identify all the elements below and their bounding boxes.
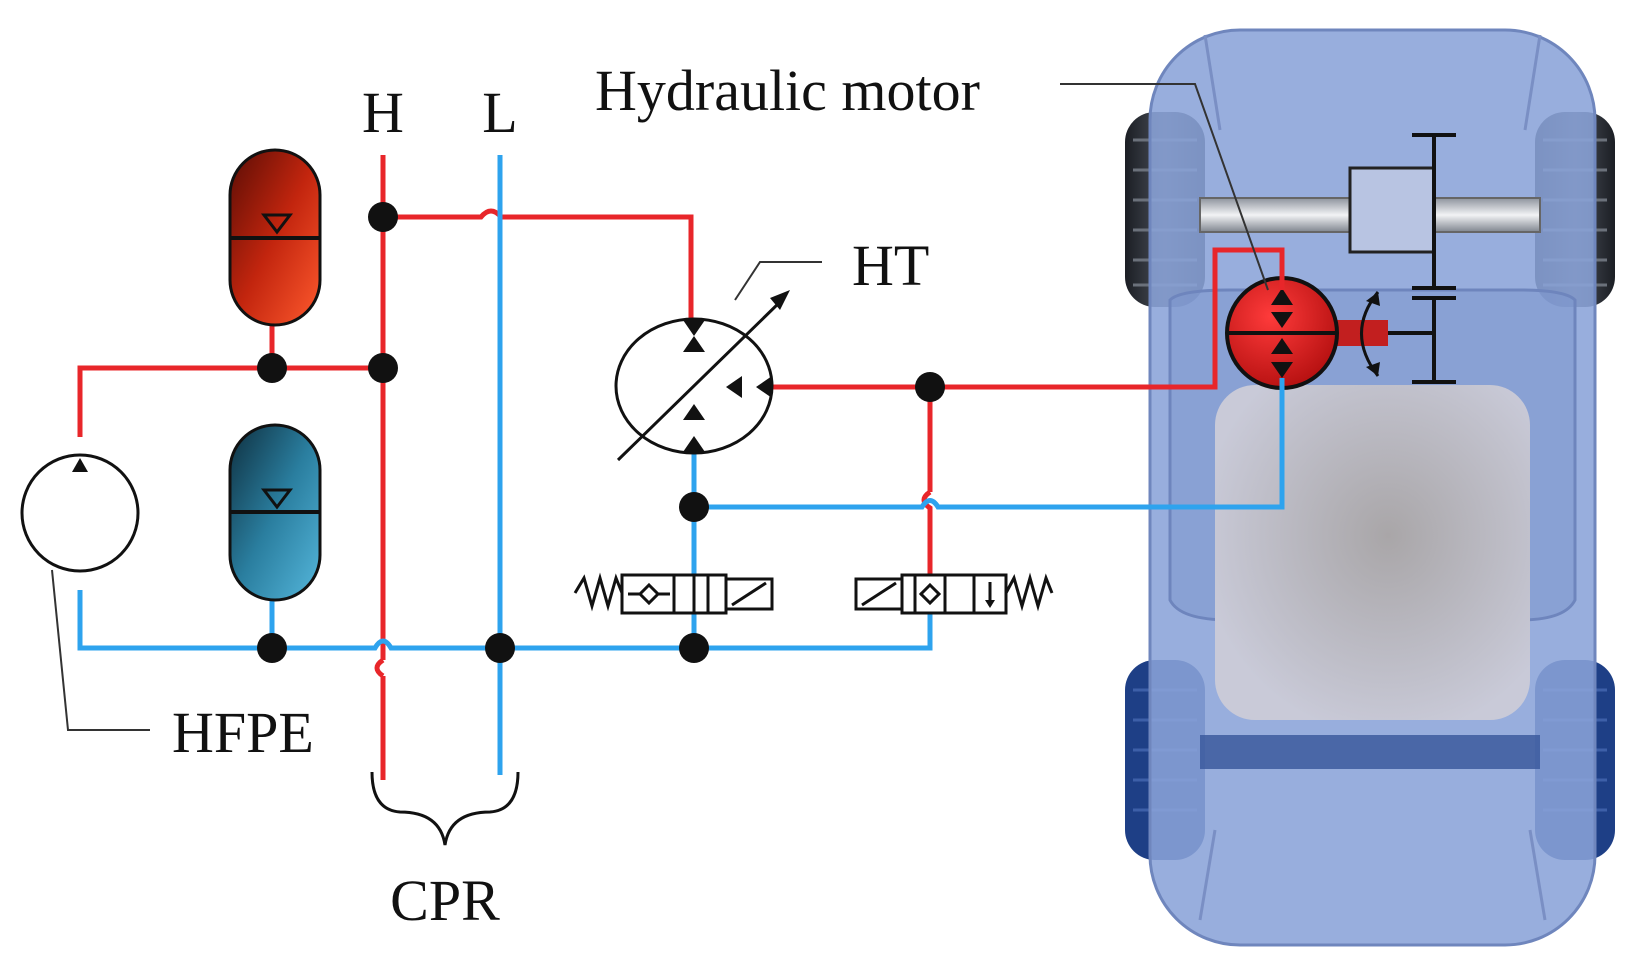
hfpe-pump-symbol (20, 453, 140, 573)
leader-lines (51, 83, 1269, 731)
cpr-label: CPR (390, 868, 500, 933)
vehicle-floor (1215, 385, 1530, 720)
high-pressure-lines (77, 155, 1285, 780)
hydraulic-motor-label: Hydraulic motor (595, 58, 980, 123)
differential-box (1348, 166, 1436, 254)
ht-transformer-symbol (614, 290, 790, 462)
rear-axle (1200, 735, 1540, 769)
vehicle (1125, 28, 1615, 947)
gear-pair (1388, 133, 1456, 384)
right-solenoid-valve (854, 572, 1054, 615)
motor-shaft (1330, 320, 1388, 346)
ht-label: HT (852, 233, 929, 298)
low-pressure-accumulator (228, 423, 322, 602)
cpr-brace (370, 771, 520, 846)
low-line-label: L (482, 80, 517, 145)
junction-dots (257, 202, 945, 663)
hfpe-label: HFPE (172, 700, 314, 765)
hydraulic-motor-symbol (1225, 276, 1339, 390)
left-solenoid-valve (573, 572, 774, 615)
high-line-label: H (362, 80, 404, 145)
low-pressure-lines (77, 155, 1285, 775)
high-pressure-accumulator (228, 148, 322, 327)
